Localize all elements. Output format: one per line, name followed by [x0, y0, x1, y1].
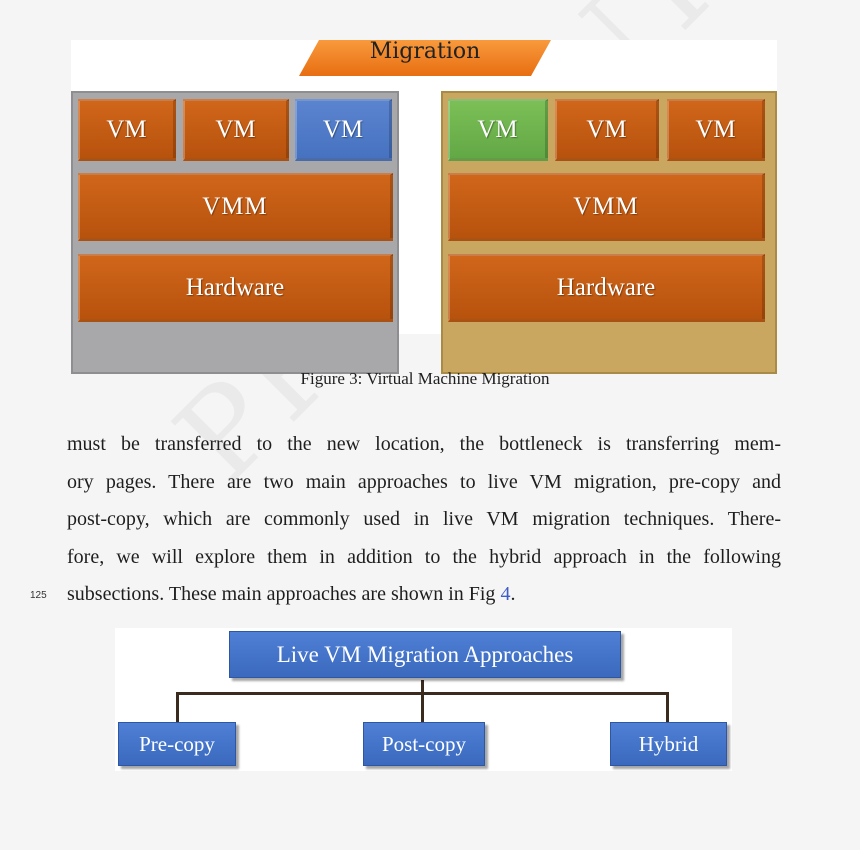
line-number: 125 — [30, 590, 47, 601]
connector-line — [421, 680, 424, 693]
text-line: post-copy, which are commonly used in li… — [67, 508, 781, 531]
figure-migration-approaches: Live VM Migration Approaches Pre-copy Po… — [115, 628, 732, 771]
text-line-prefix: subsections. These main approaches are s… — [67, 583, 501, 606]
figure-vm-migration: Migration VM VM VM VMM Hardware VM VM VM… — [71, 40, 777, 374]
text-line-suffix: . — [510, 583, 516, 606]
text-line: subsections. These main approaches are s… — [67, 576, 781, 614]
precopy-box: Pre-copy — [118, 722, 236, 766]
root-approaches-box: Live VM Migration Approaches — [229, 631, 621, 678]
migration-banner: Migration — [299, 40, 551, 76]
vm-block: VM — [555, 99, 659, 161]
migration-arrow-shape — [299, 40, 551, 76]
vm-block: VM — [183, 99, 289, 161]
hybrid-box: Hybrid — [610, 722, 727, 766]
text-line: must be transferred to the new location,… — [67, 433, 781, 455]
connector-line — [421, 692, 424, 722]
connector-line — [176, 692, 179, 722]
vm-block-migrated: VM — [448, 99, 548, 161]
body-paragraph: must be transferred to the new location,… — [67, 426, 781, 614]
text-line: fore, we will explore them in addition t… — [67, 545, 781, 568]
connector-line — [666, 692, 669, 722]
vm-block: VM — [667, 99, 765, 161]
vm-block: VM — [78, 99, 176, 161]
vm-block-migrating: VM — [295, 99, 392, 161]
vmm-block: VMM — [78, 173, 393, 241]
hardware-block: Hardware — [448, 254, 765, 322]
vmm-block: VMM — [448, 173, 765, 241]
text-line: ory pages. There are two main approaches… — [67, 470, 781, 493]
figure-reference-link[interactable]: 4 — [500, 583, 511, 606]
figure-caption: Figure 3: Virtual Machine Migration — [300, 369, 550, 388]
hardware-block: Hardware — [78, 254, 393, 322]
migration-label: Migration — [369, 39, 481, 64]
host-right: VM VM VM VMM Hardware — [441, 91, 777, 374]
host-left: VM VM VM VMM Hardware — [71, 91, 399, 374]
postcopy-box: Post-copy — [363, 722, 485, 766]
